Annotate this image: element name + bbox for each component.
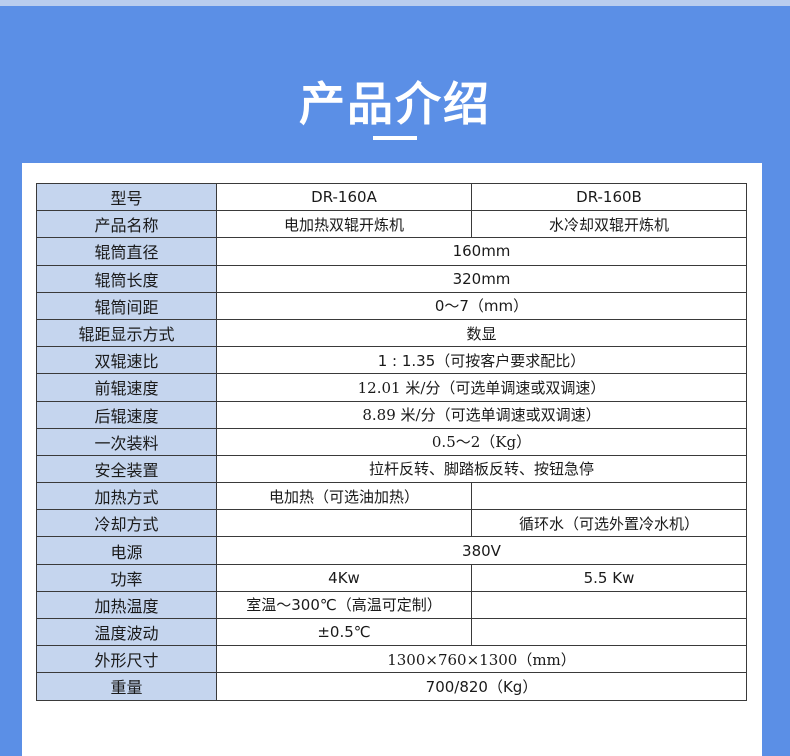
row-label: 双辊速比 <box>36 346 217 375</box>
cell-b <box>471 590 747 620</box>
cell-a: 4Kw <box>216 563 472 592</box>
cell-a: 电加热（可选油加热） <box>216 482 472 511</box>
cell-all: 380V <box>216 536 747 565</box>
title-underline <box>373 136 417 140</box>
cell-all: 0～7（mm） <box>216 291 747 320</box>
table-row: 电源 380V <box>36 536 747 565</box>
cell-all: 700/820（Kg） <box>216 672 747 701</box>
cell-all: 160mm <box>216 237 747 266</box>
row-label: 安全装置 <box>36 454 217 484</box>
spec-table: 型号 DR-160A DR-160B 产品名称 电加热双辊开炼机 水冷却双辊开炼… <box>36 182 747 701</box>
row-label: 加热温度 <box>36 590 217 620</box>
cell-all: 320mm <box>216 264 747 293</box>
spec-panel: 型号 DR-160A DR-160B 产品名称 电加热双辊开炼机 水冷却双辊开炼… <box>22 163 762 756</box>
row-label: 后辊速度 <box>36 400 217 429</box>
row-label: 辊筒直径 <box>36 237 217 266</box>
table-row: 冷却方式 循环水（可选外置冷水机） <box>36 509 747 538</box>
row-label: 外形尺寸 <box>36 645 217 674</box>
row-label: 电源 <box>36 536 217 565</box>
row-label: 重量 <box>36 672 217 701</box>
table-row: 前辊速度 12.01 米/分（可选单调速或双调速） <box>36 373 747 402</box>
row-label: 辊距显示方式 <box>36 318 217 348</box>
table-row: 功率 4Kw 5.5 Kw <box>36 563 747 592</box>
cell-all: 0.5～2（Kg） <box>216 427 747 456</box>
table-row: 一次装料 0.5～2（Kg） <box>36 427 747 456</box>
row-label: 辊筒间距 <box>36 291 217 320</box>
page-title: 产品介绍 <box>299 77 491 131</box>
table-row: 外形尺寸 1300×760×1300（mm） <box>36 645 747 674</box>
table-row: 辊筒长度 320mm <box>36 264 747 293</box>
row-label: 型号 <box>36 182 217 212</box>
table-row: 后辊速度 8.89 米/分（可选单调速或双调速） <box>36 400 747 429</box>
cell-all: 8.89 米/分（可选单调速或双调速） <box>216 400 747 429</box>
row-label: 加热方式 <box>36 482 217 511</box>
row-label: 功率 <box>36 563 217 592</box>
cell-a: 电加热双辊开炼机 <box>216 210 472 239</box>
table-row: 加热方式 电加热（可选油加热） <box>36 482 747 511</box>
table-row: 型号 DR-160A DR-160B <box>36 182 747 212</box>
row-label: 前辊速度 <box>36 373 217 402</box>
cell-all: 12.01 米/分（可选单调速或双调速） <box>216 373 747 402</box>
table-row: 辊距显示方式 数显 <box>36 318 747 348</box>
cell-b <box>471 617 747 647</box>
cell-a: 室温～300℃（高温可定制） <box>216 590 472 620</box>
table-row: 产品名称 电加热双辊开炼机 水冷却双辊开炼机 <box>36 210 747 239</box>
cell-all: 拉杆反转、脚踏板反转、按钮急停 <box>216 454 747 484</box>
row-label: 冷却方式 <box>36 509 217 538</box>
cell-b: DR-160B <box>471 182 747 212</box>
cell-all: 1300×760×1300（mm） <box>216 645 747 674</box>
table-row: 温度波动 ±0.5℃ <box>36 617 747 647</box>
table-row: 重量 700/820（Kg） <box>36 672 747 701</box>
cell-all: 数显 <box>216 318 747 348</box>
row-label: 产品名称 <box>36 210 217 239</box>
cell-a: ±0.5℃ <box>216 617 472 647</box>
table-row: 辊筒直径 160mm <box>36 237 747 266</box>
row-label: 一次装料 <box>36 427 217 456</box>
row-label: 辊筒长度 <box>36 264 217 293</box>
row-label: 温度波动 <box>36 617 217 647</box>
cell-a: DR-160A <box>216 182 472 212</box>
cell-a <box>216 509 472 538</box>
table-row: 加热温度 室温～300℃（高温可定制） <box>36 590 747 620</box>
table-row: 安全装置 拉杆反转、脚踏板反转、按钮急停 <box>36 454 747 484</box>
cell-all: 1 : 1.35（可按客户要求配比） <box>216 346 747 375</box>
table-row: 双辊速比 1 : 1.35（可按客户要求配比） <box>36 346 747 375</box>
top-strip <box>0 0 790 6</box>
table-row: 辊筒间距 0～7（mm） <box>36 291 747 320</box>
cell-b: 5.5 Kw <box>471 563 747 592</box>
cell-b <box>471 482 747 511</box>
cell-b: 水冷却双辊开炼机 <box>471 210 747 239</box>
cell-b: 循环水（可选外置冷水机） <box>471 509 747 538</box>
